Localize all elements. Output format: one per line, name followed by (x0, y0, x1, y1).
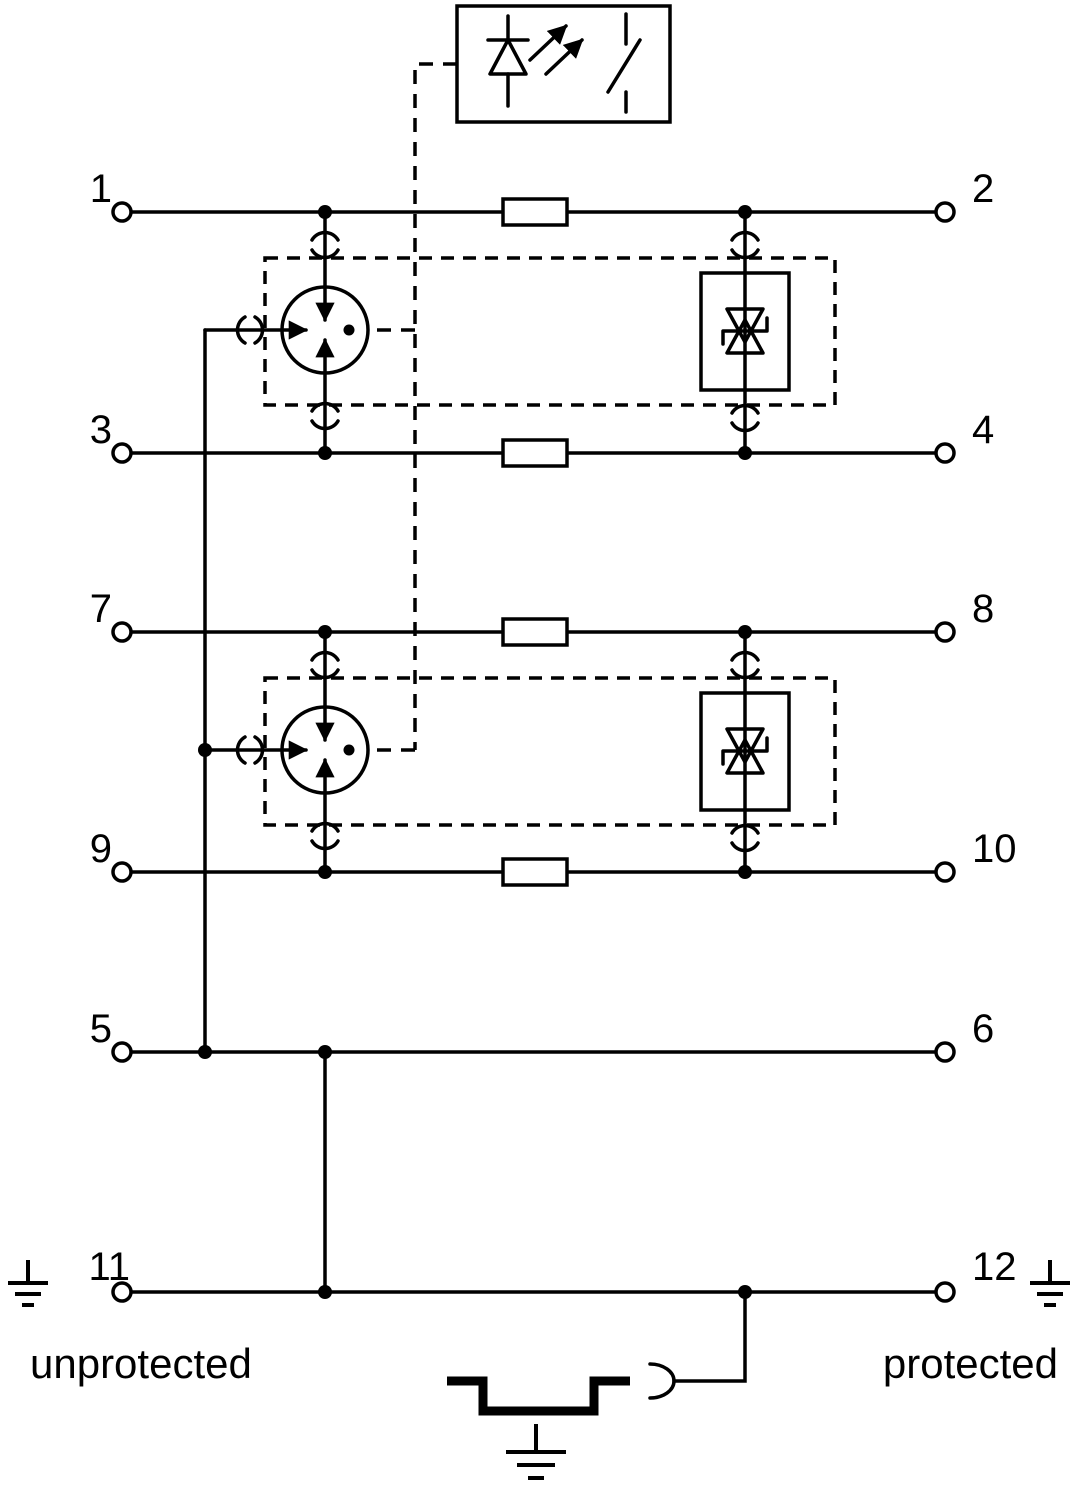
junction-dot (318, 1045, 332, 1059)
protected-label: protected (883, 1340, 1058, 1387)
emission-arrow-1 (528, 24, 568, 62)
terminal-11 (111, 1281, 133, 1303)
terminal-5-label: 5 (90, 1007, 112, 1051)
terminal-2 (934, 201, 956, 223)
terminal-2-label: 2 (972, 167, 994, 211)
terminal-1-label: 1 (90, 167, 112, 211)
control-line-vertical (413, 62, 457, 750)
disconnect-icon (310, 401, 340, 431)
fail-safe-curl-icons-stage-1 (235, 230, 760, 433)
emission-arrow-2 (544, 38, 584, 76)
remote-signalling-module (455, 4, 672, 124)
fail-safe-curl-icons-stage-2 (235, 650, 760, 853)
stage-1-dashed-box (263, 256, 837, 407)
disconnect-icon (730, 403, 760, 433)
remote-signal-control-line (372, 62, 457, 752)
terminal-1 (111, 201, 133, 223)
terminal-8 (934, 621, 956, 643)
led-icon (486, 14, 584, 108)
disconnect-icon (730, 230, 760, 260)
disconnect-icon (730, 650, 760, 680)
disconnect-icon (310, 650, 340, 680)
ground-icon-center (506, 1424, 566, 1480)
terminal-5 (111, 1041, 133, 1063)
terminal-6-label: 6 (972, 1007, 994, 1051)
line-1-2: 1 2 (90, 167, 994, 227)
signal-module-box (455, 4, 672, 124)
line-3-4: 3 4 (90, 408, 994, 468)
rail-clamp-icon (648, 1362, 676, 1400)
tvs-diode-2-icon (699, 691, 791, 812)
unprotected-label: unprotected (30, 1340, 252, 1387)
junction-dot (738, 1285, 752, 1299)
junction-dot (198, 1045, 212, 1059)
terminal-7-label: 7 (90, 587, 112, 631)
terminal-11-label: 11 (88, 1245, 130, 1289)
terminal-10-label: 10 (972, 827, 1017, 871)
junction-dot (198, 743, 212, 757)
terminal-4 (934, 442, 956, 464)
din-rail-icon (447, 1376, 630, 1416)
remote-contact-icon (606, 12, 642, 114)
resistor-icon-1-2 (501, 197, 569, 227)
disconnect-icon (235, 735, 265, 765)
resistor-icon-3-4 (501, 438, 569, 468)
ground-icon-right (1030, 1260, 1070, 1307)
disconnect-icon (235, 315, 265, 345)
earth-drop-wire (672, 1290, 747, 1383)
disconnect-icon (730, 823, 760, 853)
stage-2-dashed-box (263, 676, 837, 827)
junction-dot (318, 1285, 332, 1299)
terminal-6 (934, 1041, 956, 1063)
terminal-3-label: 3 (90, 408, 112, 452)
terminal-12 (934, 1281, 956, 1303)
disconnect-icon (310, 821, 340, 851)
terminal-9-label: 9 (90, 827, 112, 871)
gas-discharge-tube-2-icon (280, 705, 370, 795)
terminal-9 (111, 861, 133, 883)
terminal-10 (934, 861, 956, 883)
ground-icon-left (8, 1260, 48, 1307)
terminal-12-label: 12 (972, 1245, 1017, 1289)
line-9-10: 9 10 (90, 827, 1017, 887)
resistor-icon-9-10 (501, 857, 569, 887)
line-11-12: 11 12 (88, 1245, 1017, 1303)
resistor-icon-7-8 (501, 617, 569, 647)
protection-stage-1 (203, 210, 837, 455)
protection-stage-2 (198, 630, 837, 874)
line-5-6: 5 6 (90, 1007, 994, 1063)
gas-discharge-tube-1-icon (280, 285, 370, 375)
line-7-8: 7 8 (90, 587, 994, 647)
disconnect-icon (310, 230, 340, 260)
tvs-diode-1-icon (699, 271, 791, 392)
terminal-8-label: 8 (972, 587, 994, 631)
terminal-4-label: 4 (972, 408, 994, 452)
terminal-7 (111, 621, 133, 643)
terminal-3 (111, 442, 133, 464)
